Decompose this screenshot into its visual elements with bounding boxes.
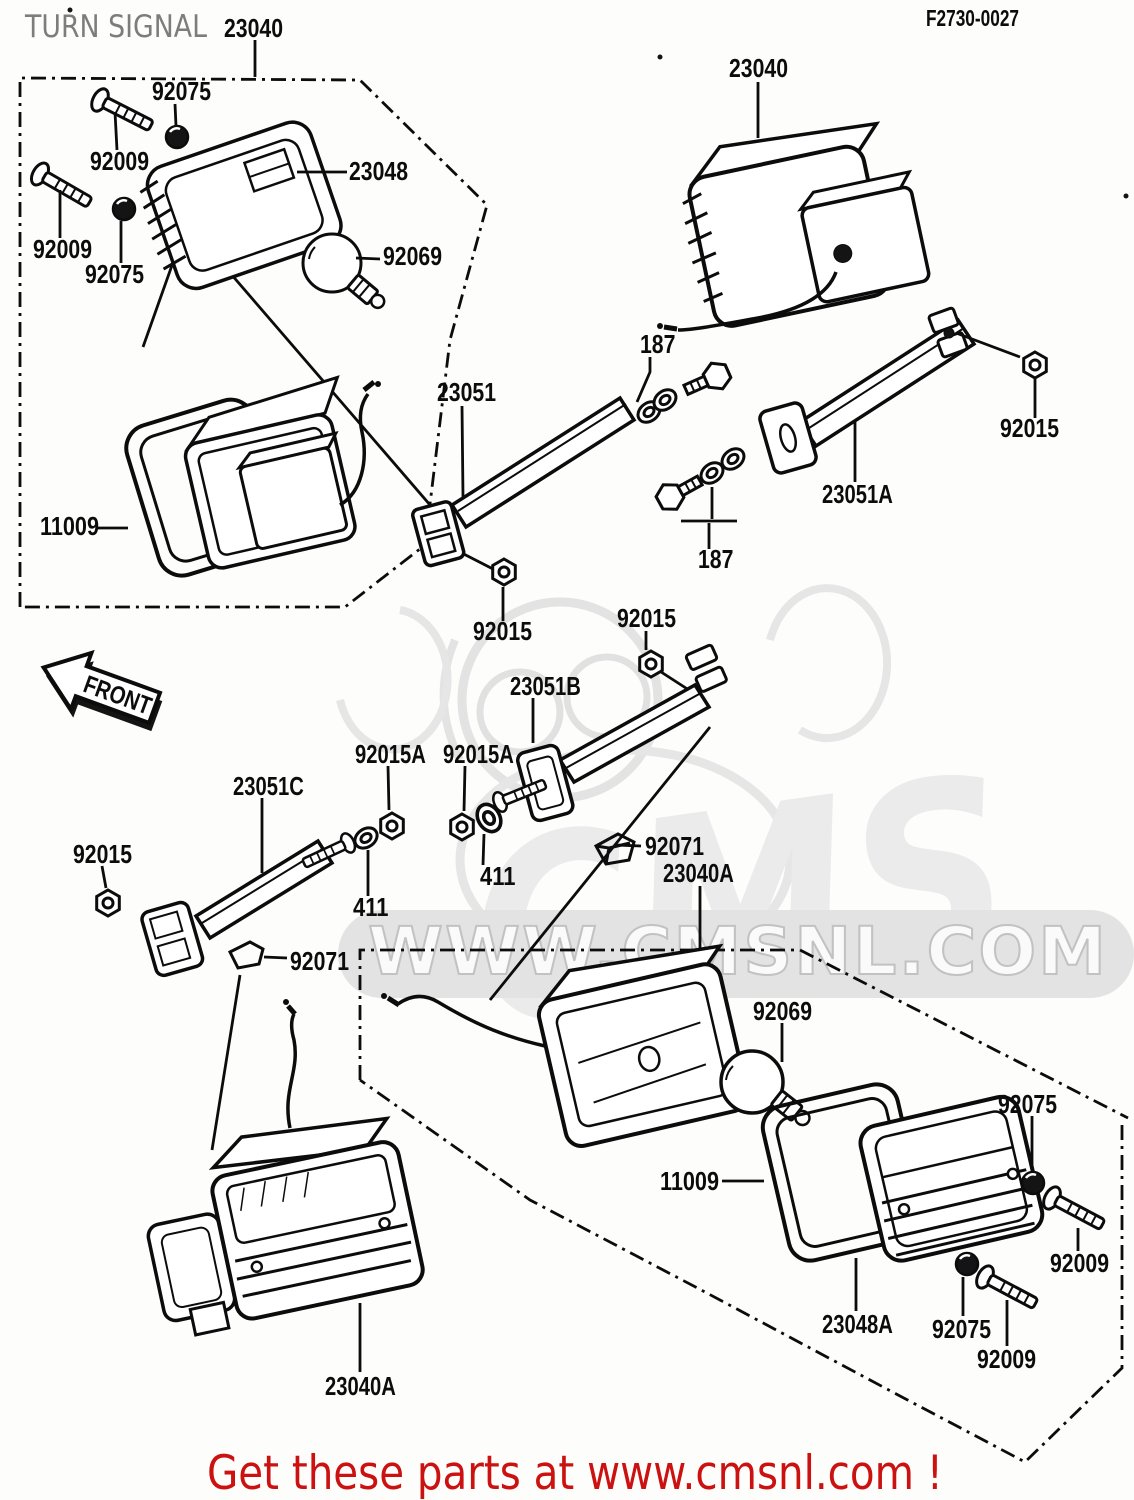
part-label-23051B: 23051B [510,671,581,701]
front-arrow-icon [40,649,163,726]
wire-terminal-tip [657,323,663,329]
part-label-92015A: 92015A [355,739,426,769]
part-label-11009: 11009 [40,511,99,541]
wire-terminal [663,324,678,332]
damper-92071 [227,940,265,970]
part-label-92075: 92075 [998,1089,1057,1119]
damper-92075 [954,1251,980,1277]
part-label-411: 411 [353,892,388,922]
nut-92015 [491,557,517,587]
lamp-assembly-23040A [146,1116,425,1337]
cmsnl-banner-link[interactable]: Get these parts at www.cmsnl.com ! [207,1446,943,1500]
wire-terminal [362,380,376,392]
lower-left-assembly [146,999,425,1337]
lens-23048A [858,1094,1045,1263]
watermark-capsule [338,910,1134,998]
part-label-187: 187 [640,329,675,359]
part-label-92009: 92009 [1050,1248,1109,1278]
center-stems [95,643,728,978]
page-title: TURN SIGNAL [24,9,207,45]
watermark-goggle-icon [476,668,564,756]
phantom-box-upper-group [18,76,489,609]
phantom-box-lower-group [358,948,1129,1464]
part-label-92009: 92009 [90,146,149,176]
lamp-body-23040 [183,375,357,570]
part-label-23040: 23040 [729,53,788,83]
leader-lines [58,40,1080,1372]
part-label-23048A: 23048A [822,1309,893,1339]
part-label-11009: 11009 [660,1166,719,1196]
nut-92015A [379,811,405,841]
part-label-92071: 92071 [290,946,349,976]
part-label-92015: 92015 [473,616,532,646]
part-label-23051A: 23051A [822,479,893,509]
lower-right-assembly [381,943,1110,1316]
wire-terminal-tip [381,993,387,999]
nut-92015A [449,812,475,842]
bulb-92069 [301,232,386,310]
wire-lead [677,271,838,332]
wire-terminal [386,995,401,1008]
part-label-92009: 92009 [977,1344,1036,1374]
part-label-92015A: 92015A [443,739,514,769]
wire-terminal-tip [375,381,381,387]
part-label-92015: 92015 [73,839,132,869]
wire-lead [396,994,546,1048]
damper-92075 [1020,1170,1046,1196]
stem-23051A [758,306,977,475]
part-label-187: 187 [698,544,733,574]
lens-23048 [139,120,343,291]
right-assembly [632,121,1048,517]
lamp-body-23040A [536,943,750,1148]
cmsnl-watermark: CMS WWW.CMSNL.COM [336,584,1134,1085]
upper-left-assembly [26,84,637,587]
part-label-92009: 92009 [33,234,92,264]
part-label-92069: 92069 [383,241,442,271]
part-label-92075: 92075 [932,1314,991,1344]
part-label-92015: 92015 [617,603,676,633]
part-label-92071: 92071 [645,831,704,861]
part-label-23051: 23051 [437,377,496,407]
nut-92015 [95,888,121,918]
watermark-wrench-icon [336,606,452,754]
part-label-23048: 23048 [349,156,408,186]
part-label-92069: 92069 [753,996,812,1026]
part-label-411: 411 [480,861,515,891]
wire-lead [339,392,370,507]
nut-92015 [638,649,664,679]
part-label-23040A: 23040A [663,858,734,888]
projection-lines [141,222,712,1151]
damper-92075 [111,196,137,222]
watermark-wrench-icon [766,584,892,743]
wire-terminal-tip [283,999,289,1005]
stem-23051 [410,395,637,568]
phantom-dots [67,7,1129,199]
wire-terminal [286,1004,297,1016]
wire-lead [286,1013,297,1129]
damper-92075 [164,124,190,150]
part-number-labels: 23040 92075 92009 92009 92075 23048 9206… [33,13,1109,1401]
part-label-23051C: 23051C [233,771,304,801]
part-label-92075: 92075 [152,76,211,106]
lamp-body-23040-right [682,121,931,328]
part-label-92015: 92015 [1000,413,1059,443]
part-label-23040A: 23040A [325,1371,396,1401]
nut-92015 [1022,350,1048,380]
watermark-url: WWW.CMSNL.COM [368,913,1108,990]
part-label-23040: 23040 [224,13,283,43]
part-label-92075: 92075 [85,259,144,289]
diagram-code: F2730-0027 [926,5,1019,31]
